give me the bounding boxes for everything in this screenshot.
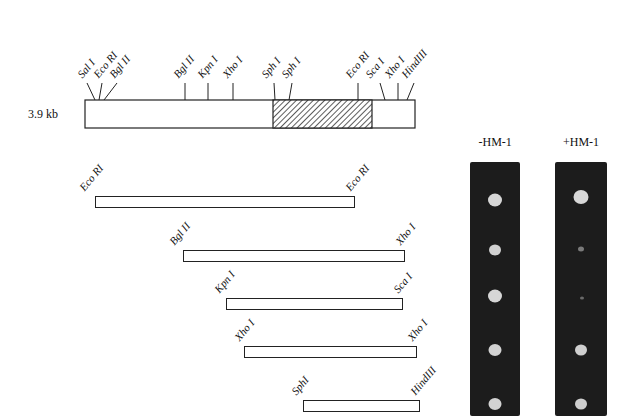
yeast-spot [575, 345, 587, 356]
yeast-spot [489, 344, 502, 356]
site-label: SphI [289, 374, 311, 397]
site-label: Xho I [405, 317, 430, 343]
subclone-fragment: SphIHindIII [303, 400, 420, 412]
subclone-fragment: Kpn ISca I [226, 298, 403, 310]
plate-panel [470, 162, 520, 416]
subclone-fragment: Bgl IIXho I [183, 250, 405, 262]
plate-panel: +HM-1 [555, 162, 607, 416]
site-tick [87, 83, 95, 100]
site-tick [233, 83, 234, 100]
site-tick [380, 83, 385, 100]
site-ticks [87, 83, 414, 100]
yeast-spot [489, 245, 501, 256]
site-label: Eco RI [77, 162, 106, 193]
site-label: Kpn I [212, 268, 237, 295]
site-label: Bgl II [167, 220, 192, 247]
site-tick [398, 83, 399, 100]
site-label: Eco RI [343, 162, 372, 193]
subclone-fragment: Xho IXho I [244, 346, 417, 358]
yeast-spot [489, 398, 502, 410]
site-tick [358, 83, 359, 100]
plate-panel [555, 162, 607, 416]
condition-label: +HM-1 [563, 136, 599, 148]
site-label: Kpn I [195, 53, 220, 80]
plate-panel: -HM-1 [470, 162, 520, 416]
condition-label: -HM-1 [479, 136, 512, 148]
site-label: Sph I [259, 55, 283, 80]
site-tick [99, 83, 102, 100]
site-label: Xho I [220, 54, 245, 80]
gene-region [273, 100, 372, 128]
yeast-spot [580, 297, 584, 300]
site-label: Xho I [393, 221, 418, 247]
subclone-fragment: Eco RIEco RI [95, 196, 355, 208]
site-label: Bgl II [171, 53, 196, 80]
yeast-spot [488, 194, 502, 207]
site-tick [407, 83, 414, 100]
site-tick [208, 83, 209, 100]
site-tick [274, 83, 275, 100]
site-label: HindIII [408, 364, 438, 397]
site-tick [185, 83, 186, 100]
site-label: Xho I [232, 317, 257, 343]
site-tick [104, 83, 117, 100]
yeast-spot [488, 290, 502, 303]
site-tick [289, 83, 292, 100]
yeast-spots [488, 190, 589, 410]
site-label: Sca I [391, 270, 415, 295]
yeast-spot [574, 190, 589, 204]
size-label: 3.9 kb [28, 108, 58, 120]
site-label: Sph I [279, 55, 303, 80]
yeast-spot [575, 399, 587, 410]
yeast-spot [578, 247, 584, 252]
map-bar [85, 100, 415, 128]
